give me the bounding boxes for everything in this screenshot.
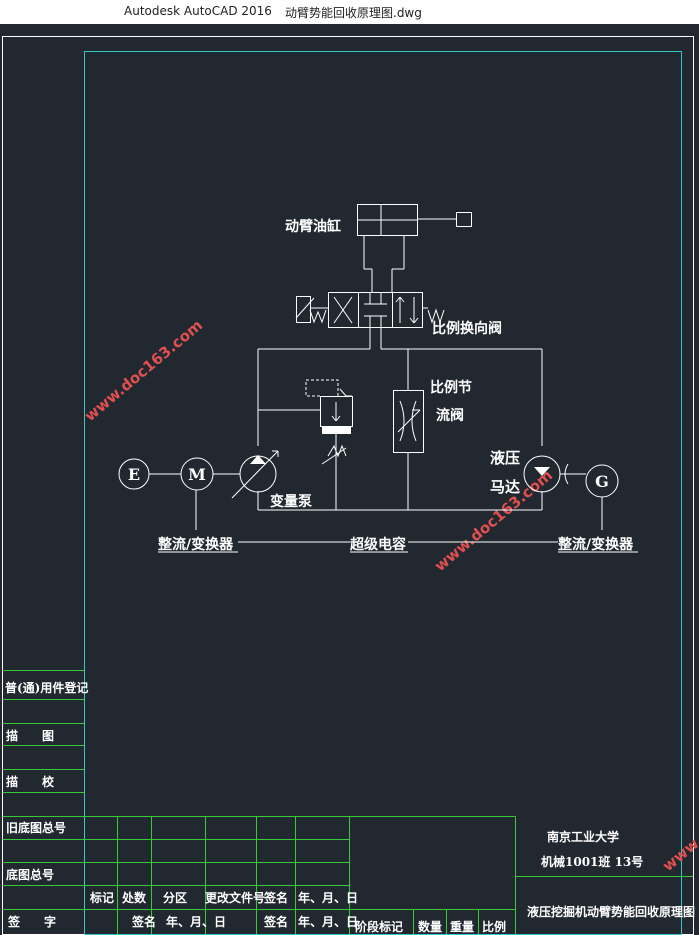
hdr-date-1: 年、月、日 bbox=[298, 890, 358, 905]
hdr-scale: 比例 bbox=[482, 919, 506, 934]
hdr-date-3: 年、月、日 bbox=[298, 914, 358, 929]
revision-table: 标记 处数 分区 更改文件号 签名 年、月、日 签名 年、月、日 签名 年、月、… bbox=[84, 816, 695, 934]
cell-trace-check: 描 校 bbox=[6, 774, 55, 789]
hdr-sign-3: 签名 bbox=[263, 914, 288, 929]
hdr-zone: 分区 bbox=[163, 890, 187, 905]
boom-cylinder bbox=[357, 204, 472, 292]
circuit-lines bbox=[257, 327, 543, 511]
proportional-directional-valve bbox=[295, 292, 445, 328]
label-supercap: 超级电容 bbox=[349, 536, 406, 553]
cell-tracing: 描 图 bbox=[6, 728, 54, 743]
drawing-canvas[interactable]: www.doc163.com www.doc163.com www.doc163… bbox=[0, 24, 699, 935]
hdr-quantity: 数量 bbox=[418, 919, 442, 934]
cell-common-register: 普(通)用件登记 bbox=[5, 680, 88, 695]
file-name: 动臂势能回收原理图.dwg bbox=[285, 6, 422, 20]
label-cylinder: 动臂油缸 bbox=[285, 218, 341, 235]
throttle-valve bbox=[393, 390, 424, 453]
hdr-count: 处数 bbox=[121, 890, 147, 905]
school-name: 南京工业大学 bbox=[547, 829, 619, 844]
hdr-weight: 重量 bbox=[450, 919, 474, 934]
left-register-column: 普(通)用件登记 描 图 描 校 旧底图总号 底图总号 签 字 bbox=[2, 670, 88, 929]
label-throttle-2: 流阀 bbox=[436, 407, 464, 424]
hdr-stage-mark: 阶段标记 bbox=[355, 919, 403, 934]
window-title-bar: Autodesk AutoCAD 2016 动臂势能回收原理图.dwg bbox=[0, 0, 699, 24]
electric-motor: M bbox=[180, 457, 214, 491]
cell-signature: 签 字 bbox=[7, 914, 56, 929]
generator: G bbox=[585, 464, 619, 498]
label-converter-right: 整流/变换器 bbox=[557, 536, 634, 553]
label-converter-left: 整流/变换器 bbox=[157, 536, 234, 553]
label-throttle-1: 比例节 bbox=[430, 379, 472, 396]
hdr-sign-2: 签名 bbox=[131, 914, 156, 929]
label-valve: 比例换向阀 bbox=[432, 320, 502, 337]
relief-valve bbox=[305, 379, 353, 465]
app-name: Autodesk AutoCAD 2016 bbox=[124, 4, 272, 18]
label-motor-1: 液压 bbox=[490, 449, 520, 467]
generator-letter: G bbox=[595, 472, 609, 491]
cell-base-no: 底图总号 bbox=[6, 867, 54, 882]
cell-old-base-no: 旧底图总号 bbox=[6, 820, 66, 835]
electrical-bus bbox=[195, 490, 603, 543]
hdr-sign-1: 签名 bbox=[263, 890, 288, 905]
outer-frame bbox=[2, 36, 694, 935]
motor-letter: M bbox=[188, 465, 206, 484]
hdr-mark: 标记 bbox=[89, 890, 114, 905]
variable-pump bbox=[231, 450, 279, 499]
label-pump: 变量泵 bbox=[270, 493, 312, 510]
hdr-change-doc: 更改文件号 bbox=[205, 890, 265, 905]
class-info: 机械1001班 13号 bbox=[541, 854, 643, 869]
hdr-date-2: 年、月、日 bbox=[166, 914, 226, 929]
engine-letter: E bbox=[128, 465, 140, 484]
drawing-title: 液压挖掘机动臂势能回收原理图 bbox=[527, 904, 695, 919]
label-motor-2: 马达 bbox=[490, 478, 520, 496]
watermark-1: www.doc163.com bbox=[81, 316, 206, 425]
engine: E bbox=[118, 458, 150, 490]
